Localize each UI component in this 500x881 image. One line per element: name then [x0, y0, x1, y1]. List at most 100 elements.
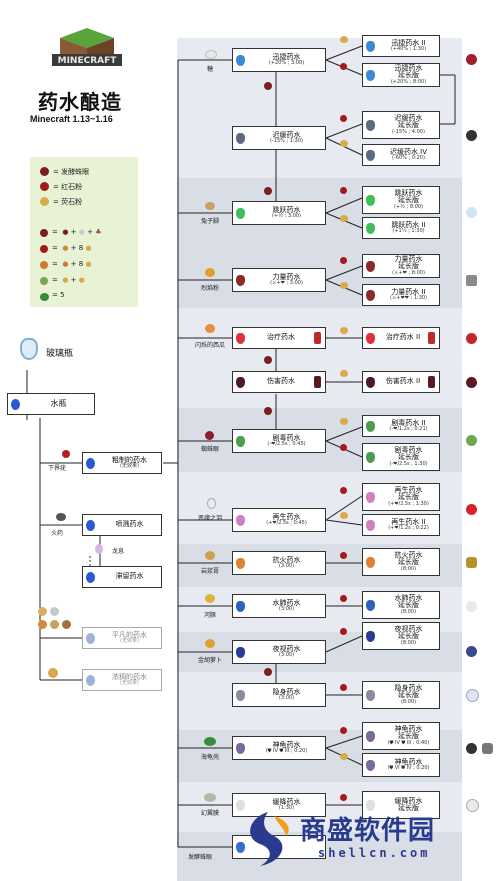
potion-node: 伤害药水 II	[362, 371, 440, 393]
legend-redstone: = 红石粉	[53, 183, 83, 191]
potion-effect: (1:30)	[278, 805, 295, 812]
potion-effect: (⛊ IV ⛊ III ; 0:40)	[387, 739, 430, 746]
potion-node: 剧毒药水延长版(-❤/2.5s ; 1:30)	[362, 443, 440, 471]
awkward-sub: (无效果)	[120, 463, 139, 470]
status-icon	[314, 376, 321, 388]
potion-icon	[86, 632, 95, 644]
potion-name: 神龟药水	[272, 740, 301, 749]
potion-bottle-icon	[366, 289, 375, 301]
glowstone-icon	[340, 370, 348, 377]
potion-node: 神龟药水(⛊ IV ⛊ III ; 0:20)	[232, 736, 326, 760]
water-bottle-label: 水瓶	[50, 398, 67, 408]
potion-effect: (8:00)	[400, 639, 417, 646]
fermented-eye-icon	[264, 82, 272, 90]
potion-name: 跳跃药水 II	[391, 220, 426, 229]
potion-name: 隐身药水	[272, 687, 301, 696]
poison-effect-icon	[466, 435, 477, 446]
phantom-membrane-icon	[204, 793, 216, 802]
potion-node: 隐身药水延长版(8:00)	[362, 681, 440, 709]
blaze-powder-label: 烈焰粉	[200, 285, 219, 292]
potion-name: 力量药水 II	[391, 287, 426, 296]
potion-bottle-icon	[366, 599, 375, 611]
glowstone-icon	[340, 215, 348, 222]
potion-extended-label: 延长版	[398, 632, 419, 641]
potion-node: 抗火药水(3:00)	[232, 551, 326, 575]
potion-effect: (3:00)	[278, 652, 295, 659]
redstone-icon	[340, 628, 347, 635]
mundane-ingredient-icon	[50, 620, 59, 629]
potion-bottle-icon	[366, 630, 375, 642]
fermented-eye-icon	[264, 407, 272, 415]
potion-extended-label: 延长版	[398, 558, 419, 567]
status-icon	[428, 332, 435, 344]
mundane-ingredient-icon	[38, 607, 47, 616]
turtle-shell-icon	[204, 737, 216, 746]
ghast-tear-icon	[207, 498, 216, 509]
potion-node: 再生药水 II(+❤/1.2s ; 0:22)	[362, 514, 440, 536]
potion-extended-label: 延长版	[398, 691, 419, 700]
sugar-label: 糖	[206, 66, 213, 73]
potion-effect: (+½ ; 8:00)	[393, 203, 424, 210]
blaze-powder-icon	[205, 268, 215, 277]
potion-effect: (+½ ; 3:00)	[271, 213, 302, 220]
potion-bottle-icon	[236, 376, 245, 388]
potion-effect: (+20% ; 3:00)	[268, 60, 305, 67]
water-bottle-node: 水瓶	[7, 393, 95, 415]
rabbit-foot-label: 兔子脚	[200, 218, 219, 225]
redstone-icon	[340, 595, 347, 602]
potion-effect: (3:00)	[278, 563, 295, 570]
redstone-icon	[340, 552, 347, 559]
potion-bottle-icon	[366, 556, 375, 568]
redstone-icon	[340, 63, 347, 70]
potion-node: 伤害药水	[232, 371, 326, 393]
potion-name: 剧毒药水	[272, 433, 301, 442]
golden-carrot-icon	[205, 639, 215, 648]
dragon-breath-icon	[95, 544, 103, 554]
potion-node: 水肺药水(3:00)	[232, 594, 326, 618]
lingering-potion-node: 滞留药水	[82, 566, 162, 588]
potion-node: 隐身药水(3:00)	[232, 683, 326, 707]
potion-node: 再生药水延长版(+❤/2.5s ; 1:30)	[362, 483, 440, 511]
watermark-site: shellcn.com	[318, 846, 431, 860]
glowstone-icon	[48, 668, 58, 678]
glowstone-icon	[40, 197, 49, 206]
potion-name: 再生药水 II	[391, 517, 426, 526]
potion-name: 迅捷药水 II	[391, 38, 426, 47]
potion-bottle-icon	[366, 194, 375, 206]
golden-carrot-label: 金胡萝卜	[197, 657, 222, 664]
glistering-melon-label: 闪烁的西瓜	[194, 342, 225, 349]
potion-effect: (+40% ; 1:30)	[390, 46, 427, 53]
redstone-icon	[340, 115, 347, 122]
potion-node: 迟缓药水(-15% ; 1:30)	[232, 126, 326, 150]
potion-effect: (⛊ VI ⛊ IV ; 0:20)	[387, 765, 430, 772]
potion-bottle-icon	[236, 332, 245, 344]
potion-node: 治疗药水 II	[362, 327, 440, 349]
potion-name: 力量药水	[272, 272, 301, 281]
redstone-icon	[340, 487, 347, 494]
potion-bottle-icon	[366, 149, 375, 161]
potion-node: 力量药水(⚔+❤ ; 3:00)	[232, 268, 326, 292]
thick-label: 浓稠的药水	[112, 672, 147, 681]
fermented-eye-icon	[264, 668, 272, 676]
fermented-eye-icon	[40, 167, 49, 176]
glowstone-icon	[340, 327, 348, 334]
ghast-tear-label: 恶魂之泪	[197, 515, 222, 522]
potion-bottle-icon	[366, 376, 375, 388]
potion-node: 跳跃药水(+½ ; 3:00)	[232, 201, 326, 225]
potion-name: 抗火药水	[394, 551, 423, 560]
potion-node: 剧毒药水(-❤/2.5s ; 0:45)	[232, 429, 326, 453]
potion-bottle-icon	[366, 491, 375, 503]
thick-potion-node: 浓稠的药水(无效果)	[82, 669, 162, 691]
potion-bottle-icon	[236, 207, 245, 219]
status-icon	[428, 376, 435, 388]
fermented-eye-icon	[264, 187, 272, 195]
glowstone-icon	[340, 282, 348, 289]
potion-bottle-icon	[236, 600, 245, 612]
glowstone-icon	[340, 36, 348, 43]
potion-node: 抗火药水延长版(8:00)	[362, 548, 440, 576]
potion-name: 水肺药水	[272, 598, 301, 607]
redstone-icon	[340, 444, 347, 451]
potion-node: 缓降药水(1:30)	[232, 793, 326, 817]
potion-bottle-icon	[236, 742, 245, 754]
magma-cream-icon	[205, 551, 215, 560]
